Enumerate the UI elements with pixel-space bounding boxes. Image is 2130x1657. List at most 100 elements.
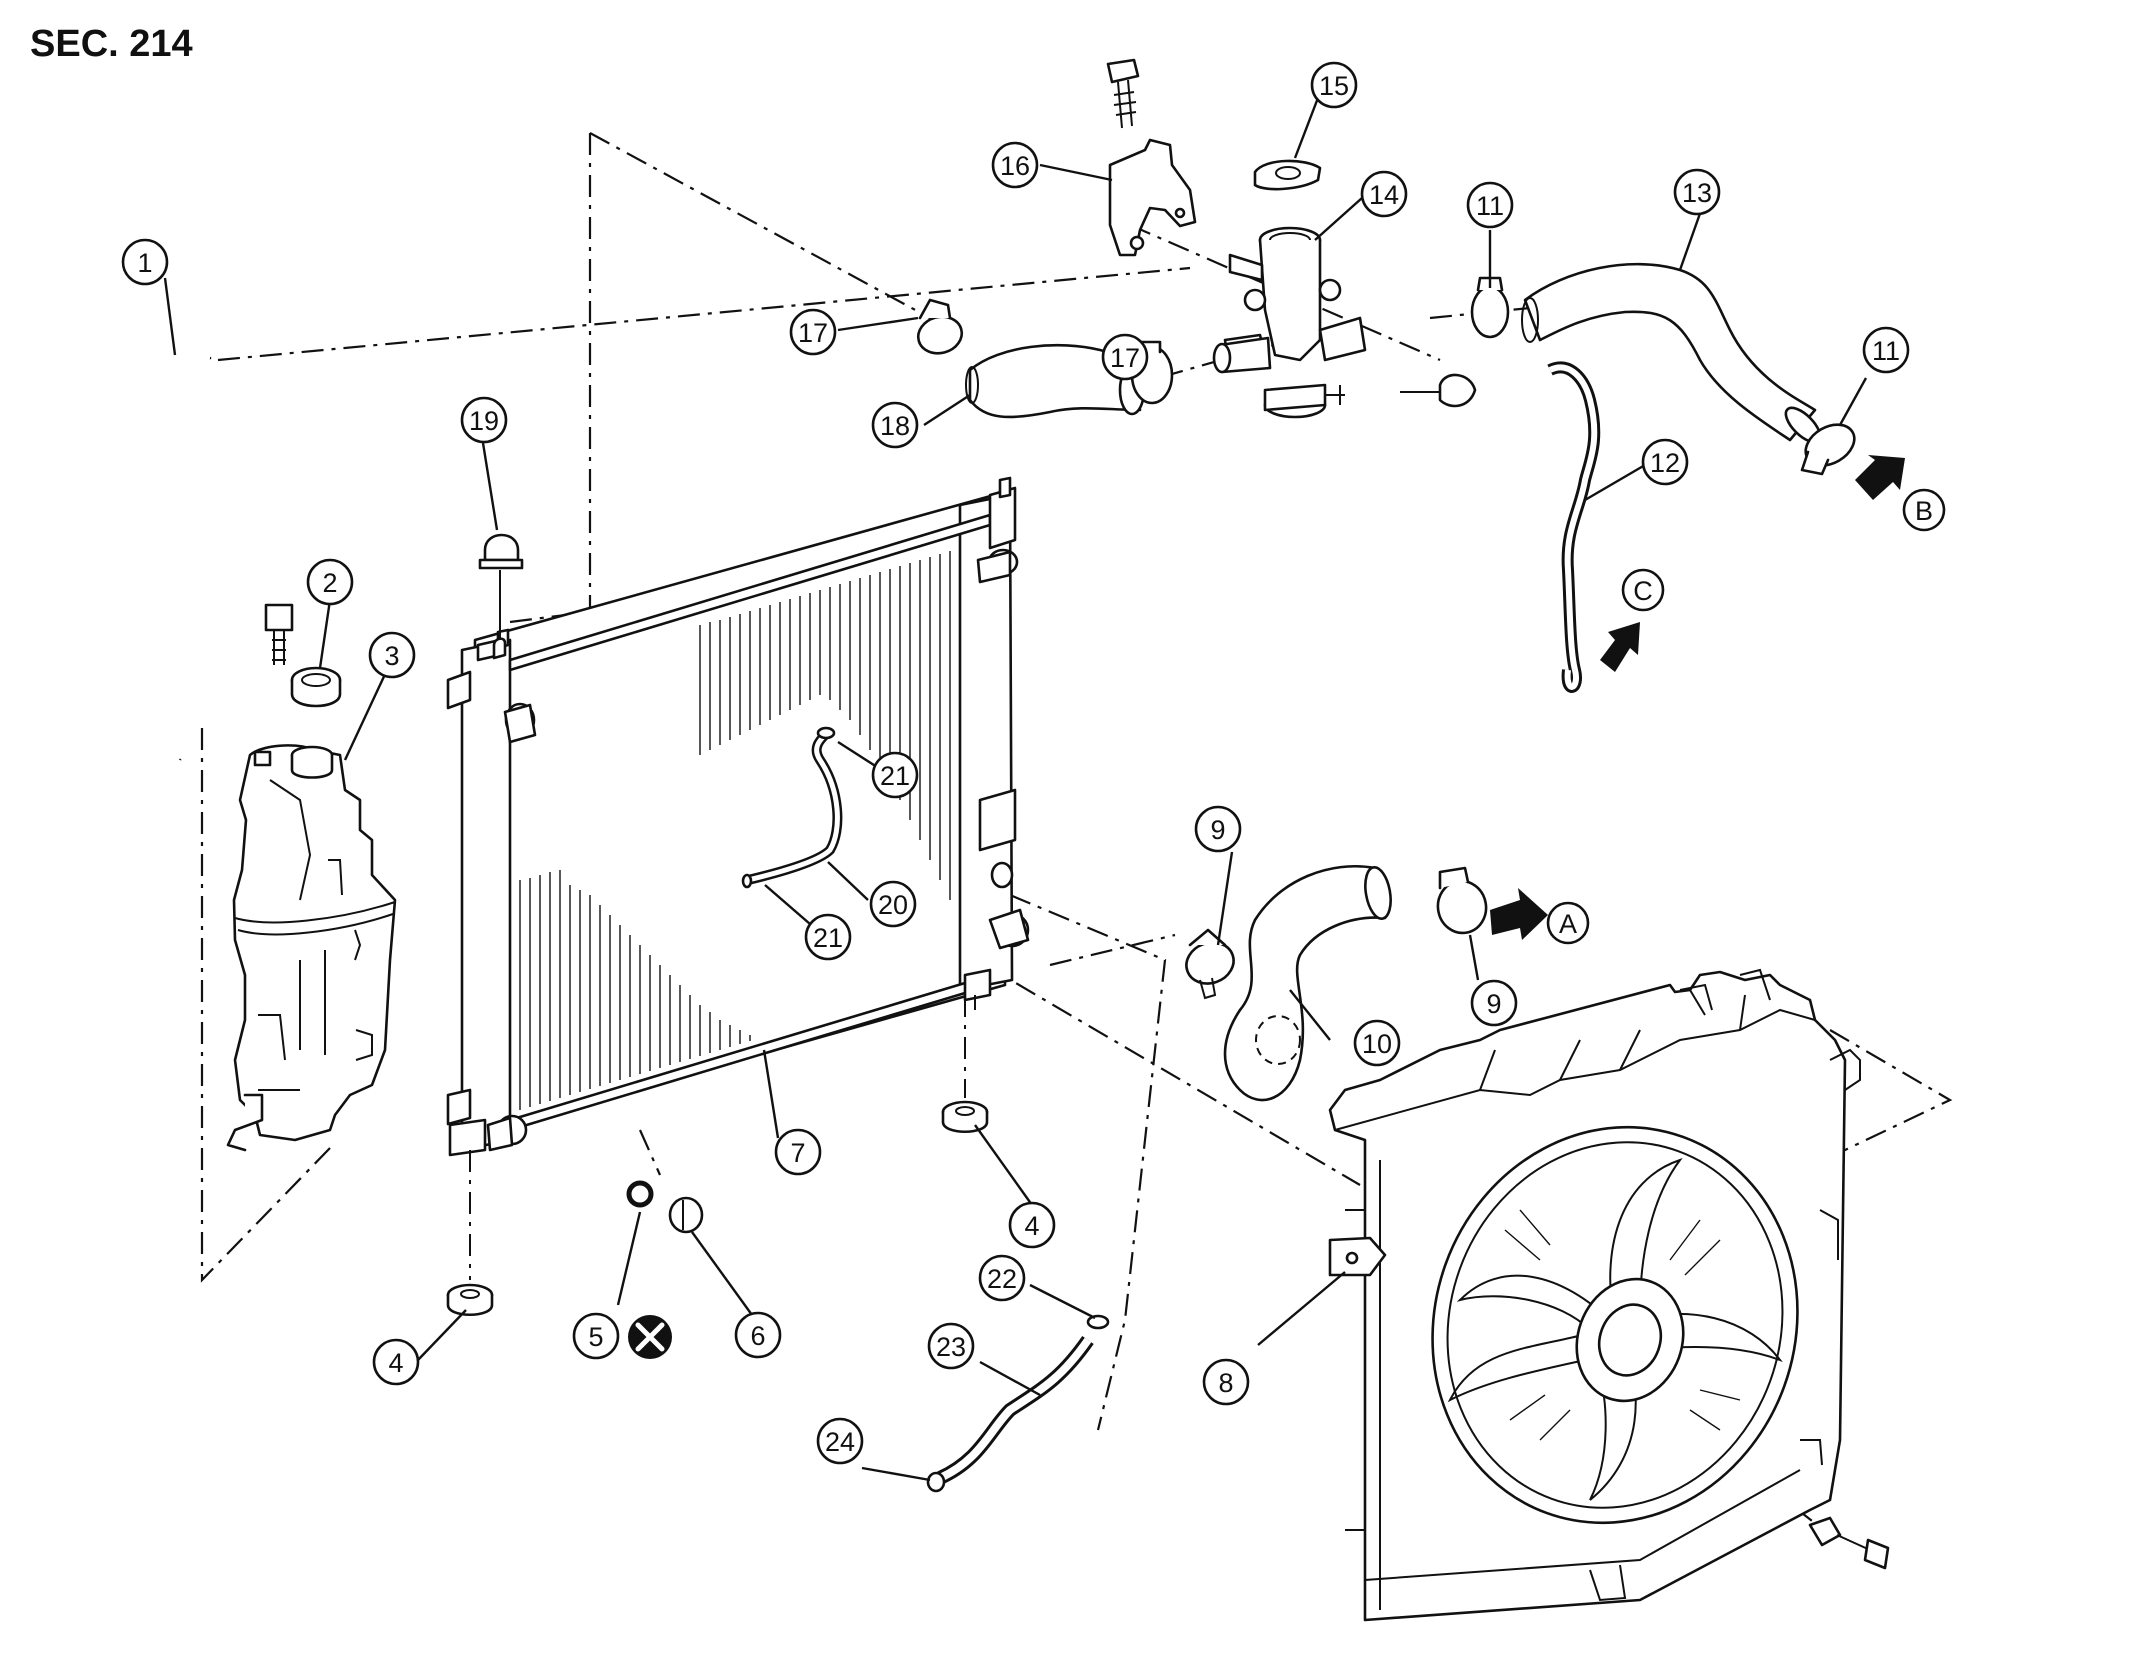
callout-number: 14	[1369, 180, 1399, 210]
overflow-tube	[741, 726, 843, 889]
callout-number: 1	[137, 248, 152, 278]
callout-c22: 22	[978, 1254, 1026, 1302]
callout-c24: 24	[816, 1417, 864, 1465]
callout-circle	[871, 751, 919, 799]
callout-number: 21	[813, 923, 843, 953]
callout-circle	[1546, 901, 1590, 945]
callout-c23: 23	[927, 1322, 975, 1370]
callout-c11b: 11	[1862, 326, 1910, 374]
reference-callouts: A B C	[1546, 488, 1946, 945]
callout-c21b: 21	[804, 913, 852, 961]
callout-number: 4	[1024, 1211, 1039, 1241]
callout-circle	[1310, 61, 1358, 109]
callout-c21a: 21	[871, 751, 919, 799]
hose-bracket	[1108, 138, 1197, 257]
callout-number: 10	[1362, 1029, 1392, 1059]
fan-shroud-assembly	[1328, 968, 1890, 1622]
reservoir-tank	[226, 603, 397, 1152]
callout-c17a: 17	[789, 308, 837, 356]
callout-circle	[774, 1128, 822, 1176]
callout-circle	[789, 308, 837, 356]
bracket-bolt	[1106, 58, 1140, 129]
callout-circle	[121, 238, 169, 286]
reservoir-hose	[136, 353, 212, 782]
callout-circle	[572, 1312, 620, 1360]
callout-circle	[372, 1338, 420, 1386]
callout-circle	[871, 401, 919, 449]
callout-c18: 18	[871, 401, 919, 449]
callout-c15: 15	[1310, 61, 1358, 109]
callout-number: 3	[384, 641, 399, 671]
callout-number: 21	[880, 761, 910, 791]
callout-refA: A	[1546, 901, 1590, 945]
callout-c2: 2	[306, 558, 354, 606]
callout-circle	[306, 558, 354, 606]
callout-number: 11	[1476, 191, 1504, 221]
thermostat-gasket	[1253, 159, 1322, 191]
callout-number: 17	[1110, 343, 1140, 373]
radiator-core-fins-lower	[519, 870, 751, 1110]
callout-refC: C	[1621, 568, 1665, 612]
callout-c17b: 17	[1101, 333, 1149, 381]
callout-c9a: 9	[1194, 805, 1242, 853]
callout-circle	[1101, 333, 1149, 381]
callout-number: 7	[790, 1138, 805, 1168]
callout-number: 23	[936, 1332, 966, 1362]
callout-c19: 19	[460, 396, 508, 444]
arrow-to-A	[1490, 888, 1548, 940]
callout-circle	[804, 913, 852, 961]
callout-number: 16	[1000, 151, 1030, 181]
callout-number: 22	[987, 1264, 1017, 1294]
callout-c20: 20	[869, 880, 917, 928]
callout-circle	[1008, 1201, 1056, 1249]
callout-circle	[1194, 805, 1242, 853]
callout-c1: 1	[121, 238, 169, 286]
callout-circle	[1673, 168, 1721, 216]
hose-clamp-upper-right-b	[1800, 423, 1856, 476]
callout-number: 19	[469, 406, 499, 436]
lower-radiator-hose	[1223, 864, 1392, 1102]
callout-number: 17	[798, 318, 828, 348]
callout-refB: B	[1902, 488, 1946, 532]
callout-c7: 7	[774, 1128, 822, 1176]
upper-hose-long	[1521, 262, 1822, 444]
callout-c11a: 11	[1466, 181, 1514, 229]
callout-c9b: 9	[1470, 979, 1518, 1027]
callout-number: 8	[1218, 1368, 1233, 1398]
radiator	[446, 476, 1030, 1165]
callout-number: 13	[1682, 178, 1712, 208]
hose-clamp-lower-right	[1436, 866, 1488, 935]
callout-number: 18	[880, 411, 910, 441]
drain-plug	[668, 1196, 704, 1234]
callout-c14: 14	[1360, 170, 1408, 218]
arrow-to-C	[1600, 622, 1640, 672]
callout-circle	[1353, 1019, 1401, 1067]
mount-grommet-lower-left	[446, 1150, 494, 1316]
callout-circle	[1466, 181, 1514, 229]
callout-circle	[1862, 326, 1910, 374]
callout-number: 9	[1210, 815, 1225, 845]
thermostat-housing	[1212, 226, 1477, 419]
x-circle-icon	[628, 1315, 672, 1359]
callout-c4b: 4	[1008, 1201, 1056, 1249]
section-label: SEC. 214	[30, 23, 193, 65]
callout-circle	[368, 631, 416, 679]
callout-number: C	[1633, 576, 1653, 606]
callout-number: 24	[825, 1427, 855, 1457]
callout-circle	[1202, 1358, 1250, 1406]
callout-circle	[991, 141, 1039, 189]
callout-number: 12	[1650, 448, 1680, 478]
callout-number: 5	[588, 1322, 603, 1352]
callout-circle	[978, 1254, 1026, 1302]
callout-number: 20	[878, 890, 908, 920]
callout-circle	[1902, 488, 1946, 532]
callout-circle	[816, 1417, 864, 1465]
callout-circle	[927, 1322, 975, 1370]
callout-c13: 13	[1673, 168, 1721, 216]
callout-circle	[460, 396, 508, 444]
callout-circle	[869, 880, 917, 928]
callout-circle	[1470, 979, 1518, 1027]
callout-c5: 5	[572, 1312, 620, 1360]
